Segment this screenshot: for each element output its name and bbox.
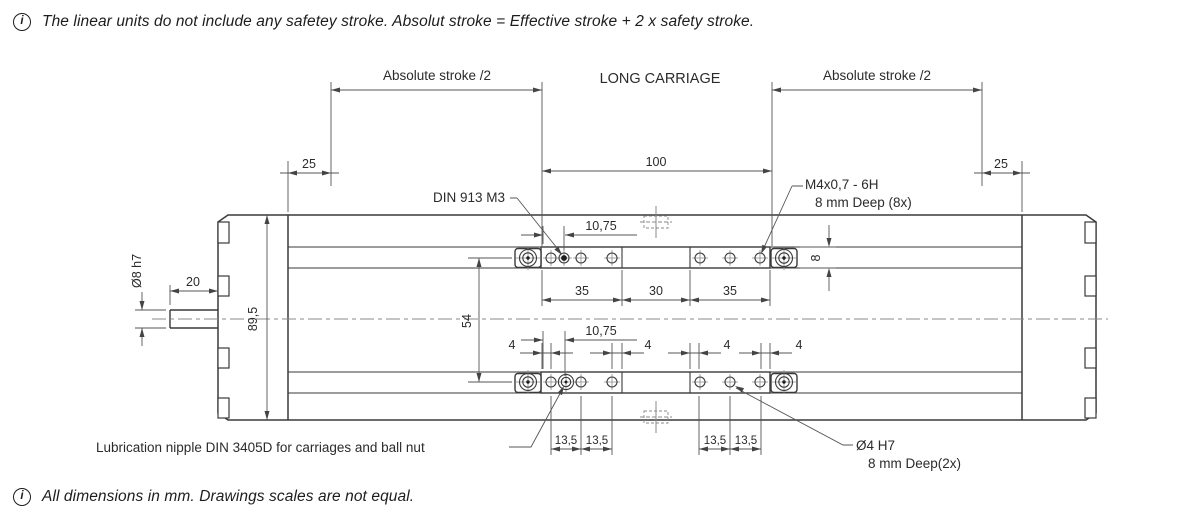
dim-135-4: 13,5 <box>735 435 757 447</box>
body-outline <box>217 214 1097 421</box>
bottom-note: i All dimensions in mm. Drawings scales … <box>13 488 414 506</box>
dim-4-4: 4 <box>796 338 803 352</box>
dim-895: 89,5 <box>246 307 260 331</box>
absolute-stroke-right-label: Absolute stroke /2 <box>823 68 931 83</box>
dim-30: 30 <box>649 284 663 298</box>
din913-label: DIN 913 M3 <box>433 190 505 205</box>
lubrication-label: Lubrication nipple DIN 3405D for carriag… <box>96 440 425 455</box>
dim-8: 8 <box>809 254 823 261</box>
dim-4-1: 4 <box>509 338 516 352</box>
top-note-text: The linear units do not include any safe… <box>42 13 755 30</box>
dim-20: 20 <box>186 275 200 289</box>
leader-lines <box>509 185 853 448</box>
drawing-texts: LONG CARRIAGE Absolute stroke /2 Absolut… <box>96 68 1008 471</box>
dim-25-right: 25 <box>994 157 1008 171</box>
carriage-holes <box>516 246 796 394</box>
m4-label-line2: 8 mm Deep (8x) <box>815 195 912 210</box>
info-icon: i <box>13 13 31 31</box>
bottom-note-text: All dimensions in mm. Drawings scales ar… <box>42 488 415 505</box>
end-block-tabs <box>217 221 1097 419</box>
body-grooves <box>288 246 1022 394</box>
extension-lines <box>135 82 1023 455</box>
m4-label-line1: M4x0,7 - 6H <box>805 177 879 192</box>
dim-135-2: 13,5 <box>586 435 608 447</box>
dim-4-2: 4 <box>645 338 652 352</box>
dim-25-left: 25 <box>302 157 316 171</box>
o4-label-line1: Ø4 H7 <box>856 438 895 453</box>
dim-4-3: 4 <box>724 338 731 352</box>
centerlines <box>152 206 1108 433</box>
absolute-stroke-left-label: Absolute stroke /2 <box>383 68 491 83</box>
dim-135-1: 13,5 <box>555 435 577 447</box>
o4-label-line2: 8 mm Deep(2x) <box>868 456 961 471</box>
right-end-block <box>1022 214 1097 421</box>
dimension-arrows <box>139 87 1022 452</box>
dim-100: 100 <box>646 155 667 169</box>
dim-35-left: 35 <box>575 284 589 298</box>
dim-135-3: 13,5 <box>704 435 726 447</box>
dim-54: 54 <box>460 314 474 328</box>
dimension-lines <box>141 89 1030 450</box>
dim-35-right: 35 <box>723 284 737 298</box>
dim-1075-bottom: 10,75 <box>585 324 616 338</box>
left-end-block <box>217 214 288 421</box>
info-icon: i <box>13 488 31 506</box>
dim-1075-top: 10,75 <box>585 219 616 233</box>
view-title: LONG CARRIAGE <box>600 71 721 87</box>
top-note: i The linear units do not include any sa… <box>13 13 754 31</box>
dim-o8h7: Ø8 h7 <box>130 254 144 288</box>
